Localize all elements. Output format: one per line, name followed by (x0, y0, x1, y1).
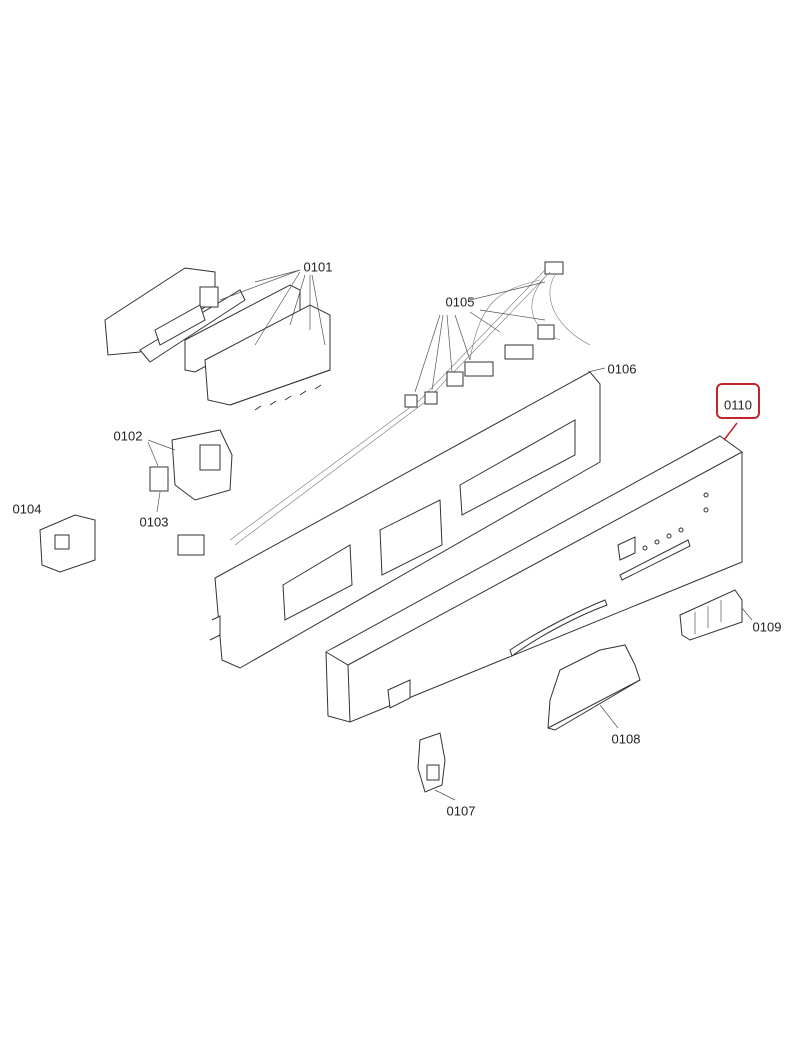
part-0104-module[interactable] (39, 514, 96, 573)
label-0110[interactable]: 0110 (724, 397, 752, 413)
label-0105[interactable]: 0105 (445, 294, 475, 310)
part-0102-door-lock[interactable] (171, 429, 233, 501)
label-0104[interactable]: 0104 (12, 501, 42, 517)
part-0108-detergent-lever[interactable] (547, 644, 641, 731)
label-0101[interactable]: 0101 (303, 259, 333, 275)
label-0109[interactable]: 0109 (752, 619, 782, 635)
label-0108[interactable]: 0108 (611, 731, 641, 747)
part-0103-relay[interactable] (149, 466, 169, 492)
highlight-box-0110 (716, 383, 760, 419)
part-0109-push-buttons[interactable] (679, 589, 743, 641)
label-0107[interactable]: 0107 (446, 803, 476, 819)
part-0107-hinge-bracket[interactable] (417, 732, 446, 793)
label-0103[interactable]: 0103 (139, 514, 169, 530)
label-0102[interactable]: 0102 (113, 428, 143, 444)
part-0106-control-panel-frame[interactable] (209, 371, 601, 669)
part-0110-fascia-panel[interactable] (325, 435, 743, 723)
part-0105-wire-harness[interactable] (177, 261, 591, 556)
label-0106[interactable]: 0106 (607, 361, 637, 377)
part-0101-control-boards[interactable] (104, 267, 331, 411)
